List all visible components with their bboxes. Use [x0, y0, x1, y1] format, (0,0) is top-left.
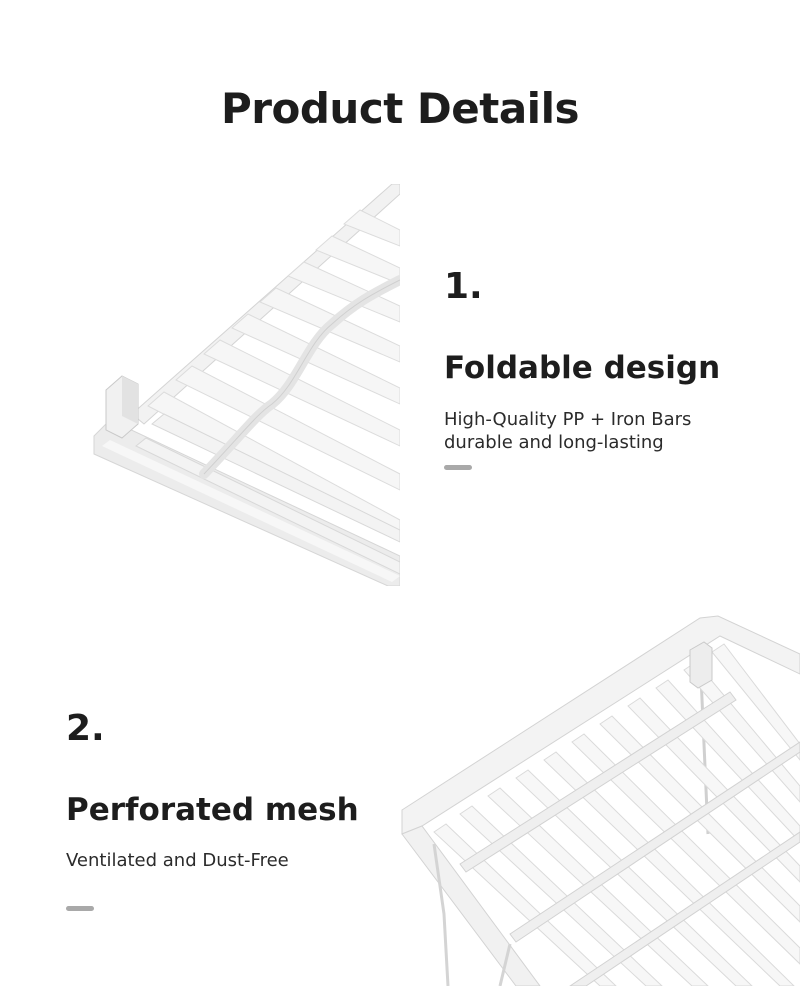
section-2-description-line-1: Ventilated and Dust-Free: [66, 850, 289, 871]
product-photo-folding-corner: [92, 184, 400, 586]
section-1-accent-bar: [444, 465, 472, 470]
section-1-heading: Foldable design: [444, 350, 721, 386]
section-2-number: 2.: [66, 708, 105, 749]
section-2-heading: Perforated mesh: [66, 792, 359, 828]
page-title: Product Details: [221, 84, 579, 133]
section-1-description-line-1: High-Quality PP + Iron Bars: [444, 409, 692, 430]
product-photo-mesh-shelf: [400, 614, 800, 986]
section-2-accent-bar: [66, 906, 94, 911]
section-1-number: 1.: [444, 266, 483, 307]
section-1-description-line-2: durable and long-lasting: [444, 432, 664, 453]
